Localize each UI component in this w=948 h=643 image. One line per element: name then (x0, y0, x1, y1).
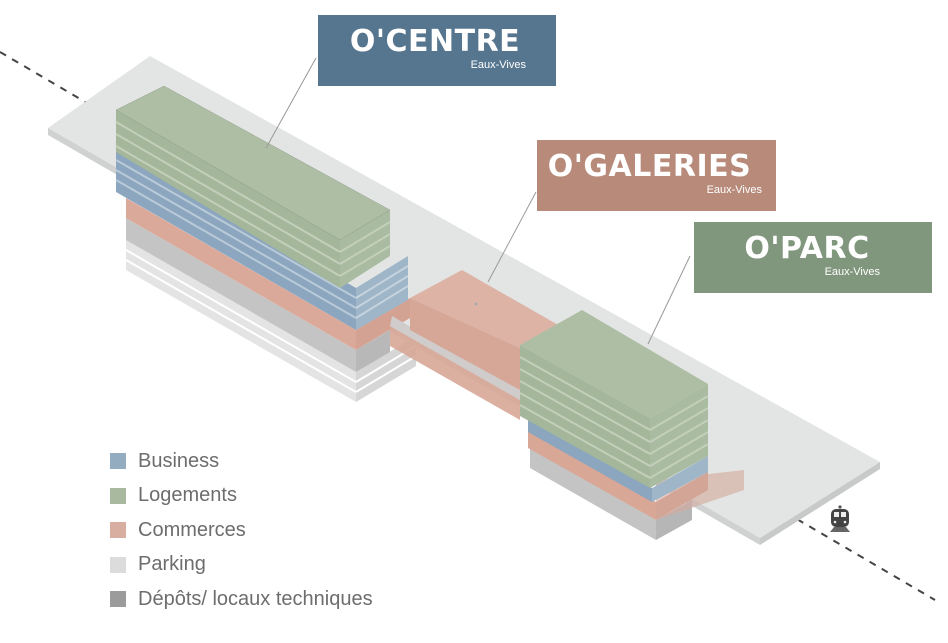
label-parc-name: O'PARC (744, 231, 870, 266)
legend-swatch-parking (110, 556, 126, 573)
centre-logements (115, 86, 391, 288)
centre-commerces (126, 198, 410, 350)
legend-label: Business (138, 449, 220, 472)
centre-building (115, 86, 417, 402)
label-centre-subtitle: Eaux-Vives (470, 59, 526, 71)
train-icon (830, 505, 850, 532)
centre-parking (125, 240, 417, 402)
label-parc: O'PARC Eaux-Vives (694, 222, 932, 293)
legend-label: Parking (138, 553, 206, 576)
galeries-building (390, 270, 560, 420)
legend-label: Commerces (138, 518, 246, 541)
legend-label: Dépôts/ locaux techniques (138, 587, 373, 610)
legend-swatch-commerces (110, 522, 126, 539)
legend-swatch-business (110, 453, 126, 470)
label-galeries-subtitle: Eaux-Vives (706, 184, 762, 196)
centre-depots (126, 218, 390, 372)
label-centre-name: O'CENTRE (349, 24, 521, 59)
label-centre: O'CENTRE Eaux-Vives (318, 15, 556, 86)
label-parc-subtitle: Eaux-Vives (824, 266, 880, 278)
leader-line-centre (265, 57, 317, 149)
label-galeries-name: O'GALERIES (547, 149, 752, 184)
legend-swatch-logements (110, 487, 126, 504)
centre-business (115, 150, 409, 330)
legend-item-logements: Logements (110, 479, 373, 514)
legend-swatch-depots (110, 591, 126, 608)
legend-item-parking: Parking (110, 548, 373, 583)
leader-line-parc (647, 255, 691, 345)
legend-item-depots: Dépôts/ locaux techniques (110, 582, 373, 617)
legend: Business Logements Commerces Parking Dép… (110, 444, 373, 617)
parc-building (519, 310, 744, 540)
legend-item-business: Business (110, 444, 373, 479)
label-galeries: O'GALERIES Eaux-Vives (537, 140, 776, 211)
legend-label: Logements (138, 484, 237, 507)
legend-item-commerces: Commerces (110, 513, 373, 548)
leader-line-galeries (487, 191, 537, 283)
